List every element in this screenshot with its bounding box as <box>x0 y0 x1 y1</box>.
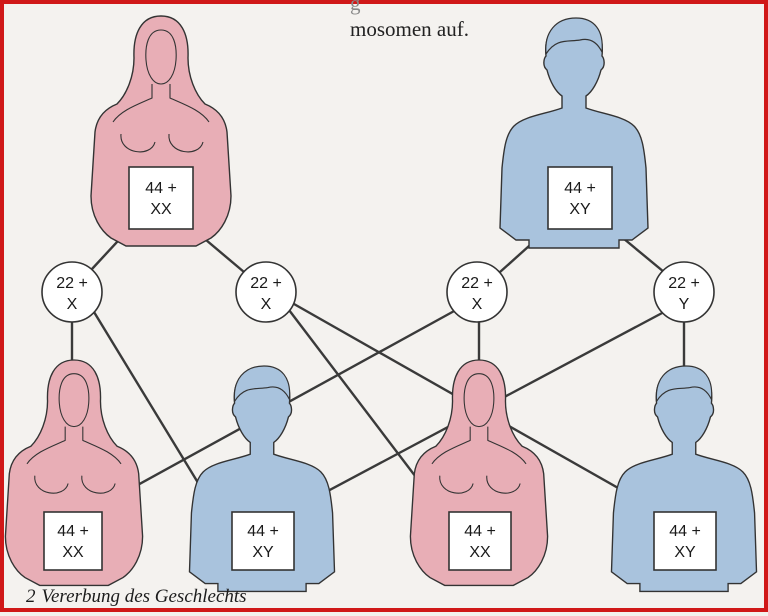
intro-text-line-1: g <box>350 0 361 15</box>
child-3: 44 + XX <box>409 359 549 587</box>
child-1-karyotype-line-1: 44 + <box>57 523 89 540</box>
gamete-2-line-1: 22 + <box>250 275 282 292</box>
figure-contour-line <box>81 475 116 494</box>
male-hair-outline <box>655 365 713 404</box>
intro-text: g mosomen auf. <box>350 0 469 42</box>
mother-karyotype-line-1: 44 + <box>145 180 177 197</box>
figure-contour-line <box>168 133 204 153</box>
child-4-figure <box>610 365 758 593</box>
connection-lines <box>70 228 686 516</box>
male-hair-outline <box>545 17 603 56</box>
child-2-karyotype-box: 44 + XY <box>231 511 295 571</box>
female-silhouette-icon <box>90 15 232 247</box>
gamete-1-line-2: X <box>67 296 78 313</box>
female-face-outline <box>112 29 210 123</box>
father-karyotype-line-2: XY <box>569 201 591 218</box>
gamete-3: 22 + X <box>446 261 508 323</box>
gamete-4-line-1: 22 + <box>668 275 700 292</box>
parent-mother: 44 + XX <box>90 15 232 247</box>
inheritance-diagram: 44 + XX 44 + XY 22 + X 22 + X 22 + <box>4 15 758 593</box>
intro-text-line-2: mosomen auf. <box>350 17 469 41</box>
mother-karyotype-line-2: XX <box>150 201 172 218</box>
caption-text: Vererbung des Geschlechts <box>41 586 247 607</box>
figure-contour-line <box>34 475 69 494</box>
child-1: 44 + XX <box>4 359 144 587</box>
gamete-1-line-1: 22 + <box>56 275 88 292</box>
female-face-outline <box>431 373 527 465</box>
gamete-3-line-1: 22 + <box>461 275 493 292</box>
parent-father: 44 + XY <box>499 17 649 249</box>
child-2: 44 + XY <box>188 365 336 593</box>
gamete-4: 22 + Y <box>653 261 715 323</box>
father-karyotype-line-1: 44 + <box>564 180 596 197</box>
mother-figure <box>90 15 232 247</box>
father-karyotype-box: 44 + XY <box>547 166 613 230</box>
figure-contour-line <box>120 133 156 153</box>
figure-contour-line <box>486 475 521 494</box>
child-1-karyotype-line-2: XX <box>62 544 84 561</box>
gamete-3-line-2: X <box>472 296 483 313</box>
child-4-karyotype-box: 44 + XY <box>653 511 717 571</box>
female-face-outline <box>26 373 122 465</box>
male-hair-outline <box>233 365 291 404</box>
child-2-figure <box>188 365 336 593</box>
figure-contour-line <box>439 475 474 494</box>
child-3-figure <box>409 359 549 587</box>
child-3-karyotype-box: 44 + XX <box>448 511 512 571</box>
mother-karyotype-box: 44 + XX <box>128 166 194 230</box>
child-1-figure <box>4 359 144 587</box>
child-3-karyotype-line-2: XX <box>469 544 491 561</box>
child-2-karyotype-line-2: XY <box>252 544 274 561</box>
female-silhouette-icon <box>409 359 549 587</box>
child-1-karyotype-box: 44 + XX <box>43 511 103 571</box>
gamete-1: 22 + X <box>41 261 103 323</box>
child-2-karyotype-line-1: 44 + <box>247 523 279 540</box>
gamete-4-line-2: Y <box>679 296 690 313</box>
child-3-karyotype-line-1: 44 + <box>464 523 496 540</box>
gamete-2-line-2: X <box>261 296 272 313</box>
male-silhouette-icon <box>610 369 758 593</box>
female-silhouette-icon <box>4 359 144 587</box>
child-4-karyotype-line-2: XY <box>674 544 696 561</box>
caption-number: 2 <box>26 586 36 607</box>
child-4-karyotype-line-1: 44 + <box>669 523 701 540</box>
gamete-2: 22 + X <box>235 261 297 323</box>
male-silhouette-icon <box>188 369 336 593</box>
child-4: 44 + XY <box>610 365 758 593</box>
